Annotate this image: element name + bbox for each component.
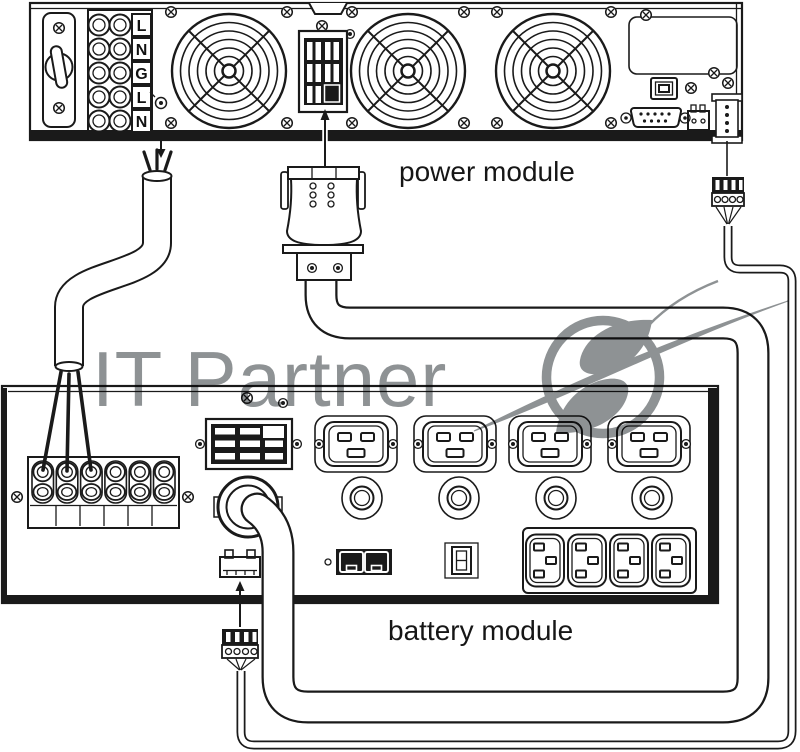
battery-terminal-block xyxy=(10,456,195,529)
terminal-label-l2: L xyxy=(137,90,147,107)
latch-handle xyxy=(42,12,76,128)
signal-plug-bottom xyxy=(221,629,259,671)
panel-bottom-edge xyxy=(30,130,742,140)
rj45-dual-port xyxy=(324,549,392,575)
usb-b-port xyxy=(650,77,678,100)
power-module-panel: L N G L N xyxy=(28,1,744,144)
battery-power-cable xyxy=(240,261,770,724)
power-switch xyxy=(444,542,479,579)
terminal-label-n1: N xyxy=(136,42,148,59)
status-led xyxy=(324,558,332,566)
c13-outlet-group xyxy=(522,527,697,594)
signal-socket xyxy=(219,549,261,578)
watermark: IT Partner xyxy=(92,279,789,439)
ground-screw xyxy=(149,91,168,110)
cooling-fan-1 xyxy=(170,12,288,130)
battery-connector-battery xyxy=(194,417,303,471)
arrow-up-to-battery-connector xyxy=(320,109,330,166)
epo-connector xyxy=(687,104,710,131)
battery-cable-plug xyxy=(280,166,366,281)
db9-serial-port xyxy=(620,107,691,128)
battery-module-label: battery module xyxy=(388,615,573,646)
cooling-fan-3 xyxy=(494,12,612,130)
mains-wiring-cable xyxy=(41,148,173,473)
arrow-up-to-signal-socket xyxy=(235,581,245,627)
terminal-label-g: G xyxy=(135,66,147,83)
signal-cable xyxy=(236,226,797,750)
signal-plug-top xyxy=(711,141,745,225)
terminal-labels: L N G L N xyxy=(131,13,152,133)
mains-wires-top xyxy=(142,148,173,172)
watermark-text: IT Partner xyxy=(92,335,447,423)
terminal-label-n2: N xyxy=(136,114,148,131)
input-terminal-block: L N G L N xyxy=(87,9,168,133)
expansion-slot-plate xyxy=(628,8,738,80)
watermark-logo xyxy=(473,279,789,439)
mains-wires-bottom xyxy=(41,370,93,473)
power-module-label: power module xyxy=(399,156,575,187)
battery-connector-power xyxy=(297,19,356,114)
cooling-fan-2 xyxy=(349,12,467,130)
arrow-down-to-mains-cable xyxy=(156,130,166,158)
terminal-label-l1: L xyxy=(137,18,147,35)
signal-connector-4pin xyxy=(711,93,743,144)
top-notch xyxy=(308,2,348,15)
